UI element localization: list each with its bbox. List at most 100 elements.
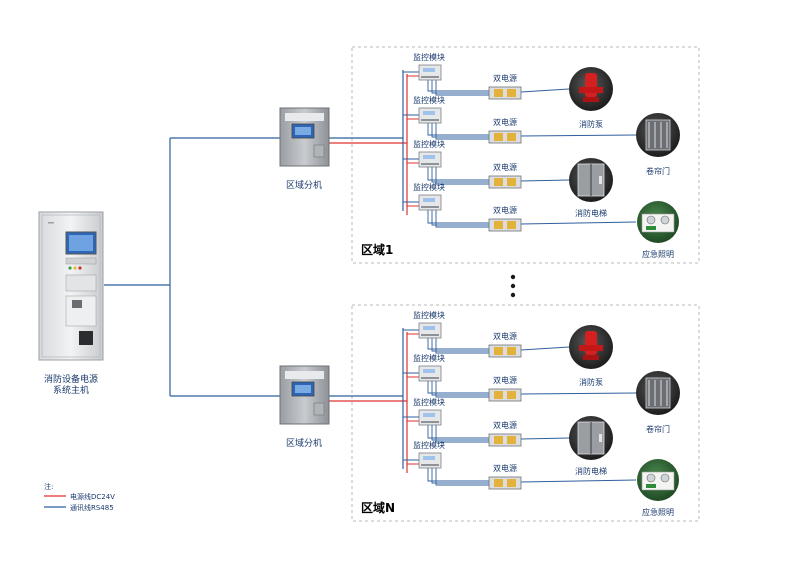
host-label-line1: 消防设备电源	[44, 373, 98, 385]
module-supply-line	[427, 210, 489, 224]
module-supply-line	[427, 167, 489, 181]
supply-equipment-line	[520, 346, 570, 351]
dual-supply-body	[488, 476, 522, 490]
equipment-icon	[569, 67, 613, 111]
rolling-door-icon	[645, 377, 671, 409]
dual-supply-breaker	[494, 178, 503, 186]
zone-wiring	[329, 328, 637, 486]
dual-supply-label: 双电源	[493, 205, 517, 215]
fire-pump-base	[583, 355, 599, 360]
emergency-light-sign	[646, 226, 656, 230]
module-terminals	[421, 377, 439, 379]
fire-pump-base	[583, 97, 599, 102]
supply-equipment-line	[520, 179, 570, 182]
zone-continuation-dots	[510, 274, 516, 298]
zone-panel-header	[285, 371, 324, 379]
zone-panel-header	[285, 113, 324, 121]
dual-supply-breaker	[507, 133, 516, 141]
equipment-icon	[637, 201, 679, 243]
module-supply-line	[431, 425, 489, 441]
dual-power-supply	[488, 344, 522, 358]
dual-supply-body	[488, 388, 522, 402]
equipment-label: 消防电梯	[575, 208, 607, 218]
module-terminals	[421, 334, 439, 336]
module-supply-line	[431, 123, 489, 138]
supply-equipment-line	[520, 437, 570, 440]
zone-panel	[279, 365, 330, 425]
dual-supply-breaker	[507, 221, 516, 229]
fire-pump-flange	[579, 87, 603, 93]
module-supply-line	[431, 468, 489, 484]
zone-n: 区域N 区域分机监控模块监控模块监控模块监控模块双电源双电源双电源双电源消防泵卷…	[279, 304, 700, 522]
dual-supply-label: 双电源	[493, 117, 517, 127]
dual-supply-label: 双电源	[493, 73, 517, 83]
emergency-light-sign	[646, 484, 656, 488]
equipment-label: 消防泵	[579, 377, 603, 387]
module-supply-line	[431, 381, 489, 396]
supply-equipment-line	[520, 221, 637, 225]
equipment-icon	[569, 416, 613, 460]
legend-power-label: 电源线DC24V	[70, 492, 115, 501]
rolling-door-icon	[645, 119, 671, 151]
dual-supply-breaker	[494, 391, 503, 399]
host-cabinet	[38, 211, 104, 361]
zone-panel-label: 区域分机	[286, 437, 322, 449]
dual-supply-breaker	[507, 178, 516, 186]
module-label: 监控模块	[413, 310, 445, 320]
dual-supply-body	[488, 218, 522, 232]
dual-supply-breaker	[494, 89, 503, 97]
module-label: 监控模块	[413, 52, 445, 62]
module-supply-line	[435, 123, 489, 140]
legend-title: 注:	[44, 482, 53, 491]
dual-power-supply	[488, 86, 522, 100]
module-supply-line	[431, 338, 489, 352]
legend: 注: 电源线DC24V 通讯线RS485	[44, 482, 115, 512]
zone-panel-screen-glass	[295, 127, 311, 135]
dual-supply-body	[488, 175, 522, 189]
dual-supply-breaker	[507, 391, 516, 399]
module-display	[423, 326, 435, 330]
module-terminals	[421, 206, 439, 208]
zone-title: 区域1	[361, 242, 393, 257]
supply-equipment-line	[520, 479, 637, 483]
dual-power-supply	[488, 388, 522, 402]
equipment-label: 消防电梯	[575, 466, 607, 476]
module-display	[423, 155, 435, 159]
module-display	[423, 68, 435, 72]
emergency-light-lamp	[646, 215, 656, 225]
module-supply-line	[435, 80, 489, 96]
module-terminals	[421, 421, 439, 423]
module-label: 监控模块	[413, 353, 445, 363]
fire-elevator-panel	[599, 176, 602, 184]
module-supply-line	[435, 381, 489, 398]
host-screen	[65, 231, 97, 255]
zone-panel-door	[313, 144, 325, 158]
equipment-label: 应急照明	[642, 249, 674, 259]
dual-supply-label: 双电源	[493, 420, 517, 430]
zone-panel-screen-glass	[295, 385, 311, 393]
equipment-icon	[569, 325, 613, 369]
host-label-line2: 系统主机	[53, 384, 89, 396]
module-supply-line	[427, 338, 489, 350]
equipment-icon	[637, 459, 679, 501]
module-label: 监控模块	[413, 95, 445, 105]
zone-1: 区域1 区域分机监控模块监控模块监控模块监控模块双电源双电源双电源双电源消防泵卷…	[279, 46, 700, 264]
dual-power-supply	[488, 433, 522, 447]
dual-supply-body	[488, 86, 522, 100]
supply-equipment-line	[520, 392, 637, 395]
module-supply-line	[435, 210, 489, 228]
equipment-label: 应急照明	[642, 507, 674, 517]
equipment-label: 卷帘门	[646, 424, 670, 434]
monitoring-module	[418, 409, 442, 426]
module-supply-line	[427, 381, 489, 394]
dual-supply-body	[488, 344, 522, 358]
monitoring-module	[418, 194, 442, 211]
dual-supply-label: 双电源	[493, 463, 517, 473]
module-supply-line	[427, 123, 489, 136]
module-label: 监控模块	[413, 182, 445, 192]
module-display	[423, 369, 435, 373]
monitoring-module	[418, 64, 442, 81]
module-terminals	[421, 76, 439, 78]
dual-power-supply	[488, 218, 522, 232]
